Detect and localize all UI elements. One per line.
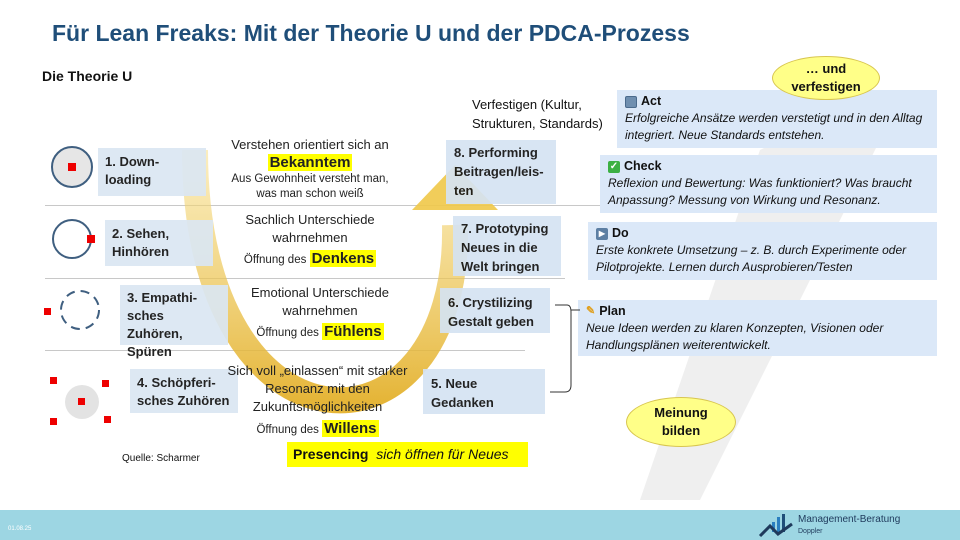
level-prefix: Öffnung des (243, 254, 310, 266)
level-4-text: Sich voll „einlassen“ mit starker Resona… (210, 362, 425, 439)
level-text: Sich voll „einlassen“ mit starker Resona… (227, 363, 408, 414)
empathic-icon (44, 290, 100, 330)
pdca-check: ✓ Check Reflexion und Bewertung: Was funk… (600, 155, 937, 213)
pdca-plan: ✎Plan Neue Ideen werden zu klaren Konzep… (578, 300, 937, 356)
logo-line1: Management-Beratung (798, 514, 901, 525)
verfestigen-note: Verfestigen (Kultur, Strukturen, Standar… (472, 97, 603, 131)
presencing-label: Presencing (293, 446, 369, 462)
pdca-desc: Neue Ideen werden zu klaren Konzepten, V… (586, 321, 884, 352)
presencing-box: Presencing sich öffnen für Neues (287, 442, 528, 467)
step-crystallizing: 6. Crystilizing Gestalt geben (440, 288, 550, 333)
level-3-text: Emotional Unterschiede wahrnehmen Öffnun… (230, 284, 410, 342)
level-text: Sachlich Unterschiede wahrnehmen (245, 212, 375, 245)
ellipse-verfestigen: … und verfestigen (772, 56, 880, 100)
slide-title: Für Lean Freaks: Mit der Theorie U und d… (52, 20, 690, 46)
step-prototyping: 7. Prototyping Neues in die Welt bringen (453, 216, 561, 276)
level-icons (44, 146, 111, 425)
cycle-icon (625, 95, 637, 108)
step-seeing: 2. Sehen, Hinhören (105, 220, 213, 266)
level-prefix: Öffnung des (256, 424, 323, 436)
step-new-thoughts: 5. Neue Gedanken (423, 369, 545, 414)
downloading-icon (51, 146, 93, 188)
level-text: Verstehen orientiert sich an (231, 137, 389, 152)
ellipse-meinung-bilden: Meinung bilden (626, 397, 736, 447)
level-prefix: Öffnung des (256, 327, 323, 339)
source-note: Quelle: Scharmer (122, 453, 200, 464)
footer-date: 01.08.25 (8, 526, 32, 532)
level-subtext: Aus Gewohnheit versteht man, was man sch… (231, 173, 389, 200)
level-divider (45, 205, 610, 206)
step-downloading: 1. Down- loading (98, 148, 206, 196)
level-text: Emotional Unterschiede wahrnehmen (250, 285, 390, 318)
level-2-text: Sachlich Unterschiede wahrnehmen Öffnung… (220, 211, 400, 269)
step-generative-listening: 4. Schöpferi- sches Zuhören (130, 369, 238, 413)
highlight-denkens: Denkens (309, 250, 377, 267)
pdca-desc: Reflexion und Bewertung: Was funktionier… (608, 176, 912, 207)
presencing-desc: sich öffnen für Neues (376, 446, 509, 462)
logo-line2: Doppler (798, 528, 823, 535)
pdca-title: Plan (599, 304, 626, 318)
pencil-icon: ✎ (586, 305, 596, 317)
pdca-desc: Erfolgreiche Ansätze werden verstetigt u… (625, 111, 923, 142)
generative-icon (50, 377, 111, 425)
checkmark-icon: ✓ (608, 160, 620, 173)
highlight-willens: Willens (322, 420, 379, 437)
level-divider (45, 278, 565, 279)
step-sensing: 3. Empathi- sches Zuhören, Spüren (120, 285, 228, 359)
pdca-act: Act Erfolgreiche Ansätze werden versteti… (617, 90, 937, 148)
seeing-icon (52, 219, 95, 259)
level-divider (45, 350, 525, 351)
highlight-fuehlens: Fühlens (322, 323, 384, 340)
pdca-title: Check (624, 159, 662, 173)
bracket-connector (550, 304, 580, 393)
section-title: Die Theorie U (42, 68, 133, 84)
logo-icon (758, 514, 793, 538)
pdca-title: Do (612, 226, 629, 240)
pdca-title: Act (641, 94, 662, 108)
highlight-bekanntem: Bekanntem (267, 154, 353, 171)
step-performing: 8. Performing Beitragen/leis- ten (446, 140, 556, 204)
pdca-desc: Erste konkrete Umsetzung – z. B. durch E… (596, 243, 907, 274)
play-icon: ▶ (596, 227, 608, 240)
level-1-text: Verstehen orientiert sich an Bekanntem A… (210, 136, 410, 202)
footer-bar: 01.08.25 Management-Beratung Doppler (0, 510, 960, 540)
pdca-do: ▶ Do Erste konkrete Umsetzung – z. B. dur… (588, 222, 937, 280)
